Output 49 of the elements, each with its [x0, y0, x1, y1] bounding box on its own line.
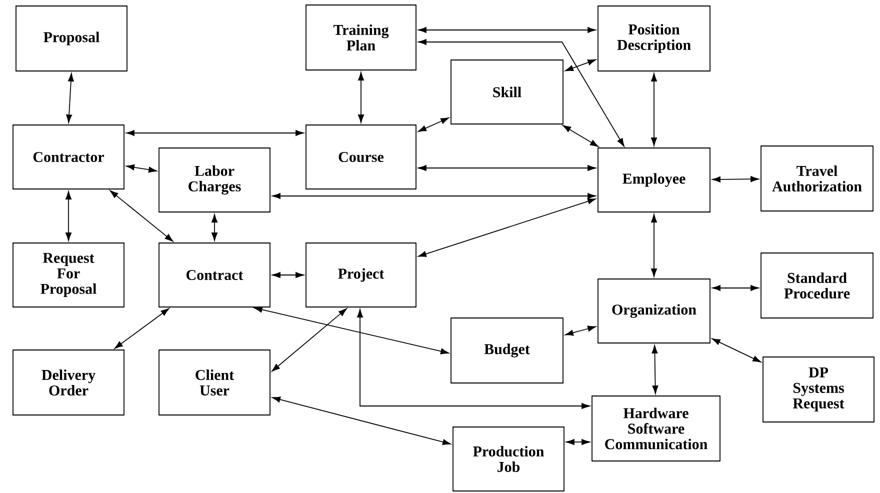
arrow	[418, 198, 596, 257]
arrow	[651, 73, 657, 146]
entity-box: Request For Proposal	[12, 242, 124, 308]
arrow	[651, 214, 657, 277]
arrow	[358, 72, 364, 123]
arrow	[712, 338, 762, 362]
arrow	[272, 193, 596, 199]
entity-box: Contractor	[12, 124, 124, 190]
arrow	[652, 345, 658, 394]
entity-box: Hardware Software Communication	[592, 396, 720, 462]
entity-box: Organization	[598, 278, 710, 344]
arrow	[212, 214, 218, 241]
entity-box: Training Plan	[306, 4, 416, 70]
arrow	[66, 191, 72, 241]
entity-box: Contract	[158, 242, 270, 308]
arrow	[566, 439, 590, 445]
entity-box: Labor Charges	[158, 148, 270, 212]
entity-box: Skill	[450, 60, 564, 124]
arrow	[418, 27, 596, 33]
entity-box: Standard Procedure	[760, 252, 874, 318]
entity-box: Budget	[450, 318, 564, 384]
arrow	[712, 285, 759, 291]
arrow	[418, 165, 596, 171]
arrow	[418, 39, 624, 147]
arrow	[357, 309, 590, 409]
arrow	[418, 118, 450, 132]
entity-box: Employee	[598, 148, 710, 212]
arrow	[712, 176, 759, 182]
arrow	[272, 396, 451, 445]
entity-box: Delivery Order	[12, 350, 124, 416]
arrow	[126, 130, 304, 136]
entity-box: DP Systems Request	[762, 356, 874, 422]
arrow	[565, 326, 596, 336]
entity-box: Client User	[158, 350, 270, 416]
arrow	[254, 306, 449, 354]
entity-box: Course	[306, 124, 416, 190]
entity-box: Project	[306, 242, 416, 308]
arrow	[66, 73, 74, 123]
arrow	[562, 125, 598, 147]
entity-box: Proposal	[16, 6, 128, 72]
arrow	[114, 308, 170, 349]
arrow	[272, 308, 347, 372]
arrow	[126, 164, 157, 173]
arrow	[565, 59, 596, 72]
arrow	[272, 272, 304, 278]
entity-box: Production Job	[452, 426, 564, 492]
arrow	[110, 190, 174, 242]
entity-box: Position Description	[598, 6, 710, 72]
entity-box: Travel Authorization	[760, 146, 874, 212]
